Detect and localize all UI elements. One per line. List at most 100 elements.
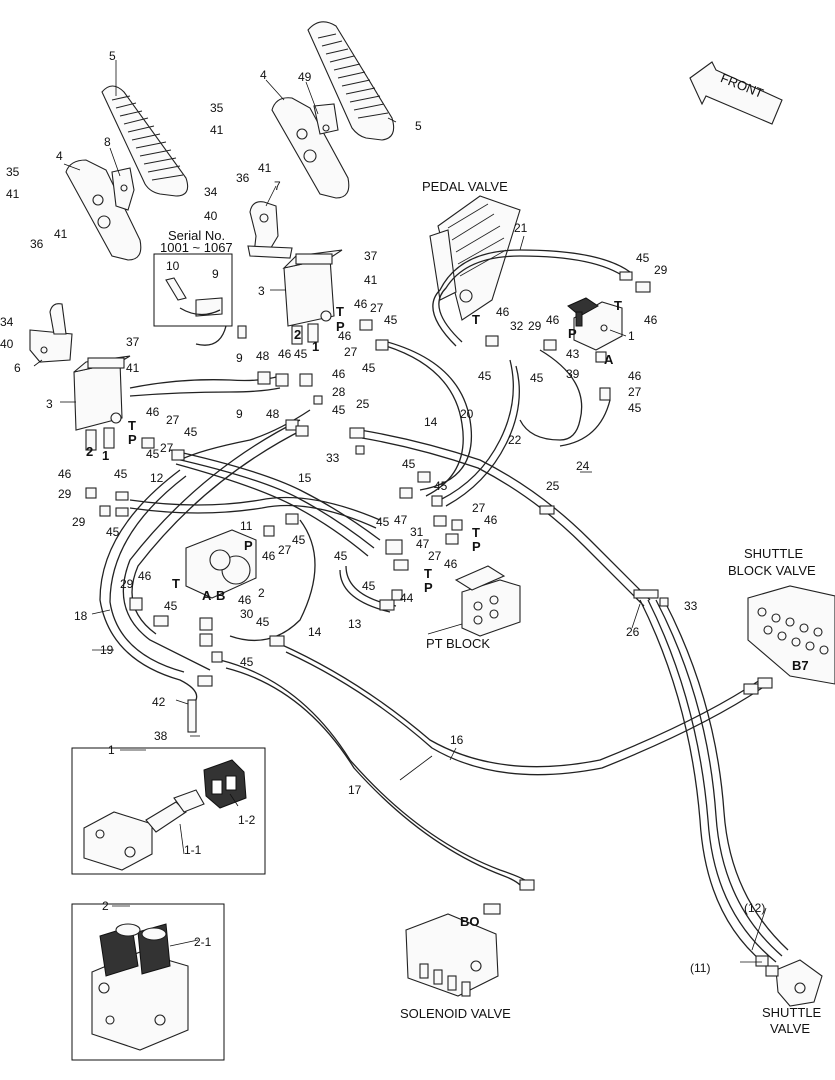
callout-2-1: 2-1 — [194, 935, 212, 949]
callout-35: 35 — [210, 101, 224, 115]
titles: PEDAL VALVE SHUTTLE BLOCK VALVE PT BLOCK… — [400, 179, 822, 1036]
callout-9: 9 — [236, 407, 243, 421]
shuttle-valve — [775, 959, 823, 1007]
serial-line-1: Serial No. — [168, 228, 225, 243]
port-P: P — [128, 432, 137, 447]
port-T: T — [472, 525, 480, 540]
hoses — [99, 249, 789, 969]
port-B7: B7 — [792, 658, 809, 673]
callout-46: 46 — [58, 467, 72, 481]
pt-block-title: PT BLOCK — [426, 636, 490, 651]
callout-18: 18 — [74, 609, 88, 623]
callout-46: 46 — [138, 569, 152, 583]
callout-32: 32 — [510, 319, 524, 333]
callout-46: 46 — [546, 313, 560, 327]
serial-inset: Serial No. 1001 ~ 1067 — [153, 228, 233, 346]
callout-29: 29 — [58, 487, 72, 501]
callout-46: 46 — [644, 313, 658, 327]
port-T: T — [128, 418, 136, 433]
port-P: P — [244, 538, 253, 553]
port-T: T — [172, 576, 180, 591]
pedal-valve-title: PEDAL VALVE — [422, 179, 508, 194]
bracket-6 — [29, 303, 73, 363]
inset-2 — [71, 903, 225, 1061]
callout-46: 46 — [354, 297, 368, 311]
shuttle-block-title-2: BLOCK VALVE — [728, 563, 816, 578]
port-1: 1 — [312, 339, 319, 354]
pedal-valve-left — [73, 355, 131, 451]
bracket-7 — [247, 201, 293, 259]
callout-41: 41 — [210, 123, 224, 137]
callout-11-paren: (11) — [690, 961, 710, 975]
callout-41: 41 — [258, 161, 272, 175]
shuttle-block-valve — [747, 585, 835, 685]
serial-line-2: 1001 ~ 1067 — [160, 240, 233, 255]
callout-40: 40 — [0, 337, 14, 351]
callout-31: 31 — [410, 525, 424, 539]
port-T: T — [614, 298, 622, 313]
callout-25: 25 — [546, 479, 560, 493]
callout-14: 14 — [424, 415, 438, 429]
callout-46: 46 — [238, 593, 252, 607]
callout-3: 3 — [258, 284, 265, 298]
callout-10: 10 — [166, 259, 180, 273]
callout-45: 45 — [334, 549, 348, 563]
callout-41: 41 — [126, 361, 140, 375]
callout-29: 29 — [72, 515, 86, 529]
callout-5: 5 — [109, 49, 116, 63]
callout-46: 46 — [338, 329, 352, 343]
port-labels: T P 2 1 T P 2 1 T T P A T P A B T P T P … — [86, 298, 809, 929]
front-arrow: FRONT — [689, 61, 783, 125]
callout-46: 46 — [628, 369, 642, 383]
callout-45: 45 — [106, 525, 120, 539]
callout-20: 20 — [460, 407, 474, 421]
port-A: A — [604, 352, 614, 367]
callout-4: 4 — [260, 68, 267, 82]
callout-16: 16 — [450, 733, 464, 747]
leader-lines — [33, 60, 767, 963]
callout-33: 33 — [684, 599, 698, 613]
fittings — [85, 271, 779, 977]
callout-2: 2 — [258, 586, 265, 600]
callout-46: 46 — [496, 305, 510, 319]
callout-17: 17 — [348, 783, 362, 797]
pedal-right — [271, 21, 395, 199]
callout-1-1: 1-1 — [184, 843, 202, 857]
callout-33: 33 — [326, 451, 340, 465]
callout-43: 43 — [566, 347, 580, 361]
callout-46: 46 — [444, 557, 458, 571]
inset-2-label: 2 — [102, 899, 109, 913]
port-T: T — [424, 566, 432, 581]
callout-39: 39 — [566, 367, 580, 381]
inset-1-label: 1 — [108, 743, 115, 757]
solenoid-block-1 — [567, 297, 623, 351]
callout-35: 35 — [6, 165, 20, 179]
callout-45: 45 — [376, 515, 390, 529]
solenoid-valve — [405, 913, 499, 997]
callout-29: 29 — [120, 577, 134, 591]
callout-27: 27 — [160, 441, 174, 455]
callout-27: 27 — [428, 549, 442, 563]
callout-3: 3 — [46, 397, 53, 411]
callout-45: 45 — [628, 401, 642, 415]
callout-40: 40 — [204, 209, 218, 223]
callout-8: 8 — [104, 135, 111, 149]
pt-block — [454, 565, 521, 637]
callout-1-2: 1-2 — [238, 813, 256, 827]
callout-27: 27 — [278, 543, 292, 557]
solenoid-block-2 — [185, 529, 257, 599]
port-A: A — [202, 588, 212, 603]
callout-45: 45 — [332, 403, 346, 417]
port-2: 2 — [86, 444, 93, 459]
port-P: P — [336, 319, 345, 334]
callout-12: 12 — [150, 471, 164, 485]
port-P: P — [472, 539, 481, 554]
callout-4: 4 — [56, 149, 63, 163]
callout-36: 36 — [236, 171, 250, 185]
callout-14: 14 — [308, 625, 322, 639]
pedal-left — [65, 85, 189, 261]
callout-46: 46 — [332, 367, 346, 381]
inset-1 — [71, 747, 266, 875]
solenoid-valve-title: SOLENOID VALVE — [400, 1006, 511, 1021]
shuttle-block-title-1: SHUTTLE — [744, 546, 804, 561]
